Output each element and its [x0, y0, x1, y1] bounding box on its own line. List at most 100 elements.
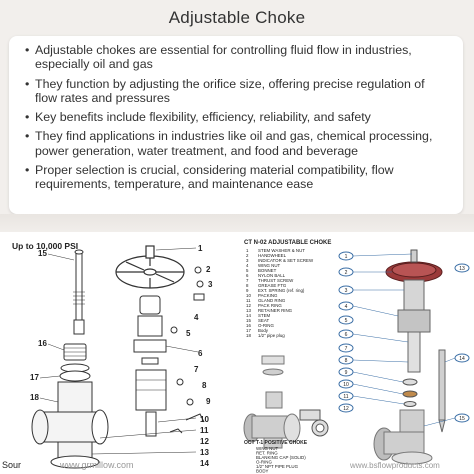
left-stem: [73, 249, 85, 335]
parts-list-item: STEM: [258, 313, 271, 318]
right-leader-lines: [352, 253, 456, 427]
callout-circle: 7: [338, 343, 354, 353]
left-bonnet-parts: [59, 343, 91, 382]
parts-list-item: THRUST SCREW: [258, 278, 294, 283]
callout-number: 18: [30, 393, 39, 402]
left-leader-lines: [39, 247, 199, 455]
parts-list-item: Body: [258, 328, 269, 333]
right-exploded-rings: [402, 378, 418, 407]
positive-choke-list: WING NUT RET. RING BLANKING CAP (SOLID) …: [256, 446, 306, 474]
bullet-list: Adjustable chokes are essential for cont…: [9, 36, 463, 192]
parts-list-item: RETAINER RING: [258, 308, 293, 313]
callout-number: 15: [38, 249, 47, 258]
parts-list-item: STEM WASHER & NUT: [258, 248, 305, 253]
left-center-parts: [133, 295, 205, 437]
callout-number: 8: [345, 358, 348, 364]
callout-number: 12: [343, 406, 349, 412]
right-valve-body: [373, 409, 433, 465]
callout-number: 14: [200, 459, 209, 468]
parts-list-item: RET. RING: [256, 451, 278, 456]
svg-text:18: 18: [246, 333, 251, 338]
callout-number: 8: [202, 381, 207, 390]
parts-list-item: PACK RING: [258, 303, 282, 308]
left-small-parts: [169, 266, 205, 434]
parts-list-item: GLAND RING: [258, 298, 286, 303]
callout-circle: 14: [454, 353, 470, 363]
callout-number: 13: [200, 448, 209, 457]
callout-number: 15: [459, 416, 465, 422]
bullet-card: Adjustable chokes are essential for cont…: [9, 36, 463, 214]
right-bonnet: [397, 279, 431, 373]
bullet-item: Proper selection is crucial, considering…: [25, 163, 449, 192]
parts-list-item: O-RING: [258, 323, 274, 328]
svg-text:9: 9: [246, 288, 249, 293]
parts-list-item: PACKING: [258, 293, 278, 298]
svg-text:8: 8: [246, 283, 249, 288]
callout-number: 10: [343, 382, 349, 388]
svg-text:16: 16: [246, 323, 251, 328]
callout-number: 9: [345, 370, 348, 376]
callout-number: 9: [206, 397, 211, 406]
svg-text:14: 14: [246, 313, 251, 318]
parts-list-item: BODY: [256, 469, 269, 474]
callout-number: 1: [345, 254, 348, 260]
callout-number: 3: [208, 280, 213, 289]
callout-circle: 12: [338, 403, 354, 413]
callout-circle: 3: [338, 285, 354, 295]
parts-list-item: GREASE FTG: [258, 283, 287, 288]
callout-number: 4: [345, 304, 348, 310]
svg-text:11: 11: [246, 298, 251, 303]
choke-diagram-svg: Up to 10,000 PSI: [2, 240, 470, 474]
callout-circle: 13: [454, 263, 470, 273]
watermark-right: www.bsflowproducts.com: [349, 461, 440, 470]
callout-circle: 1: [338, 251, 354, 261]
positive-choke-parts: [299, 409, 329, 437]
svg-text:4: 4: [246, 263, 249, 268]
choke-diagram-image: Up to 10,000 PSI: [0, 232, 474, 474]
right-header: CT N-02 ADJUSTABLE CHOKE: [244, 240, 331, 246]
callout-number: 17: [30, 373, 39, 382]
callout-number: 12: [200, 437, 209, 446]
callout-number: 11: [343, 394, 348, 400]
svg-text:10: 10: [246, 293, 251, 298]
parts-list-item: SEAT: [258, 318, 269, 323]
left-valve-body: [31, 381, 109, 469]
callout-circle: 2: [338, 267, 354, 277]
callout-number: 11: [200, 426, 209, 435]
callout-circle: 5: [338, 315, 354, 325]
bullet-item: Key benefits include flexibility, effici…: [25, 110, 449, 125]
parts-list: STEM WASHER & NUT HANDWHEEL INDICATOR & …: [258, 248, 314, 338]
parts-list-item: 1/2" pipe plug: [258, 333, 285, 338]
svg-text:12: 12: [246, 303, 251, 308]
svg-text:13: 13: [246, 308, 251, 313]
bullet-item: They function by adjusting the orifice s…: [25, 77, 449, 106]
parts-list-item: INDICATOR & SET SCREW: [258, 258, 314, 263]
svg-text:2: 2: [246, 253, 249, 258]
callout-number: 6: [345, 332, 348, 338]
source-label: Sour: [2, 460, 21, 470]
parts-list-item: BONNET: [258, 268, 277, 273]
page-title: Adjustable Choke: [168, 8, 306, 27]
callout-circle: 15: [454, 413, 470, 423]
parts-list-item: WING NUT: [256, 446, 279, 451]
parts-list-item: 1/2" NPT PIPE PLUG: [256, 464, 299, 469]
callout-number: 5: [186, 329, 191, 338]
watermark-left: www.grmillow.com: [59, 460, 134, 470]
callout-number: 6: [198, 349, 203, 358]
callout-circle: 8: [338, 355, 354, 365]
callout-number: 7: [345, 346, 348, 352]
parts-list-item: O-RING: [256, 460, 272, 465]
callout-number: 3: [345, 288, 348, 294]
callout-circle: 6: [338, 329, 354, 339]
parts-list-item: NYLON BALL: [258, 273, 286, 278]
callout-number: 2: [345, 270, 348, 276]
callout-number: 2: [206, 265, 211, 274]
callout-number: 16: [38, 339, 47, 348]
callout-number: 7: [194, 365, 199, 374]
svg-text:17: 17: [246, 328, 251, 333]
callout-circle: 10: [338, 379, 354, 389]
right-stem: [438, 349, 446, 433]
callout-circle: 4: [338, 301, 354, 311]
callout-number: 4: [194, 313, 199, 322]
